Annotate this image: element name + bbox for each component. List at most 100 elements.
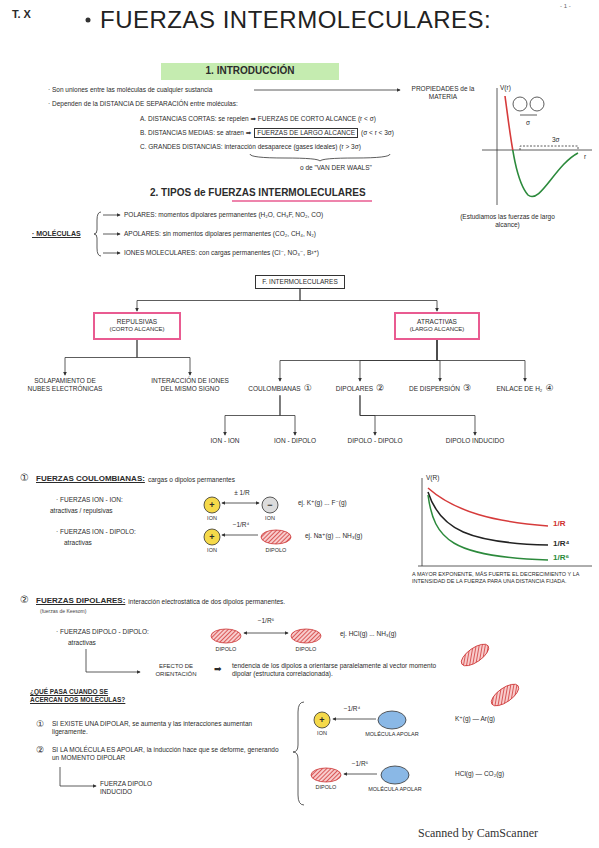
tree-connector — [65, 340, 137, 375]
tree-connector — [360, 395, 475, 435]
tree-item: DE DISPERSIÓN③ — [408, 382, 472, 395]
interaction-arrow — [60, 503, 377, 786]
note-text: C. GRANDES DISTANCIAS: interacción desap… — [140, 143, 361, 151]
leader-arrow — [103, 215, 120, 216]
note-text: ej. Na⁺(g) ... NH₃(g) — [305, 532, 362, 540]
note-text: DIPOLO — [266, 547, 287, 554]
potential-graph — [418, 566, 592, 567]
potential-graph — [482, 150, 592, 151]
brace — [293, 702, 304, 805]
node-text: ① — [304, 383, 312, 393]
charge-sign: + — [209, 500, 214, 511]
callout-number: ② — [36, 745, 44, 756]
leader-arrow — [254, 90, 400, 91]
note-text: atractivas — [68, 639, 96, 647]
note-text: A. DISTANCIAS CORTAS: se repelen ➡ FUERZ… — [140, 115, 376, 123]
note-text: ej. K⁺(g) ... F⁻(g) — [298, 499, 347, 507]
note-text: −1/R⁴ — [233, 521, 250, 529]
note-text: tendencia de los dipolos a orientarse pa… — [232, 662, 437, 678]
note-text: HCl(g) — CO₂(g) — [455, 770, 504, 778]
note-text: · FUERZAS ION - ION: — [56, 496, 123, 504]
node-text: SOLAPAMIENTO DE NUBES ELECTRÓNICAS — [28, 377, 103, 392]
tree-connector — [280, 340, 437, 381]
section-heading: 2. TIPOS de FUERZAS INTERMOLECULARES — [150, 187, 366, 200]
tree-item: DIPOLARES② — [335, 382, 385, 395]
curve-label: 1/R⁶ — [553, 553, 569, 563]
note-text: ION — [317, 730, 327, 737]
node-text: COULOMBIANAS — [248, 385, 300, 392]
potential-graph — [482, 88, 592, 205]
tree-item: INTERACCIÓN DE IONES DEL MISMO SIGNO — [145, 376, 235, 394]
note-text: · Dependen de la DISTANCIA DE SEPARACIÓN… — [48, 100, 238, 108]
page-code: T. X — [12, 8, 31, 22]
curve-label: 1/R — [553, 519, 565, 529]
apolar-molecule — [378, 711, 406, 729]
category-box: REPULSIVAS(CORTO ALCANCE) — [93, 312, 180, 340]
dipole-symbol — [458, 640, 492, 670]
tree-item: ENLACE DE H₂④ — [496, 382, 555, 395]
note-text: IONES MOLECULARES: con cargas permanente… — [124, 249, 319, 257]
tree-item: ION - DIPOLO — [273, 436, 317, 446]
note-text: B. DISTANCIAS MEDIAS: se atraen ➡ — [140, 129, 251, 137]
note-text: ¿QUÉ PASA CUANDO SE ACERCAN DOS MOLÉCULA… — [30, 688, 130, 704]
note-text: SI EXISTE UNA DIPOLAR, se aumenta y las … — [52, 720, 287, 736]
potential-graph — [520, 146, 578, 150]
potential-graph — [428, 495, 548, 560]
potential-graph — [418, 478, 592, 566]
tree-connector — [360, 340, 437, 381]
dipole-symbol — [261, 530, 291, 544]
interaction-arrow — [222, 503, 259, 504]
note-text: (fuerzas de Keesom) — [40, 608, 86, 614]
note-text: · FUERZAS ION - DIPOLO: — [56, 528, 136, 536]
node-text: ③ — [463, 383, 471, 393]
node-text: F. INTERMOLECULARES — [262, 278, 338, 285]
note-text: (σ < r < 3σ) — [361, 129, 394, 137]
arrow-symbol: ➡ — [214, 664, 222, 675]
axis-label: V(R) — [426, 474, 439, 482]
note-text: ION — [265, 515, 275, 522]
note-text: ± 1/R — [234, 489, 250, 497]
note-text: atractivas / repulsivas — [50, 507, 113, 515]
tree-item: SOLAPAMIENTO DE NUBES ELECTRÓNICAS — [24, 376, 106, 394]
tree-item: COULOMBIANAS ① — [247, 382, 312, 395]
leader-arrow — [103, 234, 120, 235]
ion-symbol — [314, 712, 330, 728]
note-text: −1/R⁴ — [344, 705, 361, 713]
note-text: atractivas — [64, 539, 92, 547]
note-text: ION — [207, 547, 217, 554]
curve-label: 1/R⁴ — [553, 539, 569, 549]
boxed-term: FUERZAS DE LARGO ALCANCE — [254, 128, 358, 138]
leader-arrow — [103, 215, 120, 253]
note-text: −1/R⁶ — [258, 617, 275, 625]
note-text: ej. HCl(g) ... NH₃(g) — [340, 630, 396, 638]
note-text: DIPOLO — [216, 646, 237, 653]
title-dot — [86, 18, 91, 23]
interaction-arrow — [86, 649, 140, 672]
note-text: POLARES: momentos dipolares permanentes … — [124, 211, 323, 219]
potential-graph — [497, 88, 498, 205]
watermark: Scanned by CamScanner — [418, 826, 538, 841]
note-text: o de "VAN DER WAALS" — [300, 164, 372, 172]
note-text: A MAYOR EXPONENTE, MÁS FUERTE EL DECRECI… — [412, 571, 594, 585]
note-text: MOLÉCULA APOLAR — [365, 731, 419, 738]
brace — [250, 154, 390, 161]
brace — [94, 212, 101, 256]
node-text: ④ — [545, 383, 553, 393]
tree-connector — [225, 395, 280, 435]
axis-label: V(r) — [500, 84, 511, 92]
brace — [94, 212, 101, 256]
interaction-arrow — [244, 633, 288, 634]
node-text: ② — [376, 383, 384, 393]
leader-arrow — [254, 90, 400, 91]
note-text: EFECTO DE ORIENTACIÓN — [144, 663, 208, 678]
note-text: (Estudiamos las fuerzas de largo alcance… — [460, 213, 555, 229]
tree-item: ION - ION — [210, 436, 241, 446]
note-text: ION — [207, 515, 217, 522]
dipole-symbol — [211, 629, 241, 643]
leader-arrow — [103, 253, 120, 254]
ion-symbol — [204, 529, 220, 545]
interaction-arrow — [344, 774, 377, 775]
potential-graph — [513, 97, 527, 111]
brace — [293, 702, 304, 805]
node-text: ENLACE DE H₂ — [497, 385, 543, 392]
